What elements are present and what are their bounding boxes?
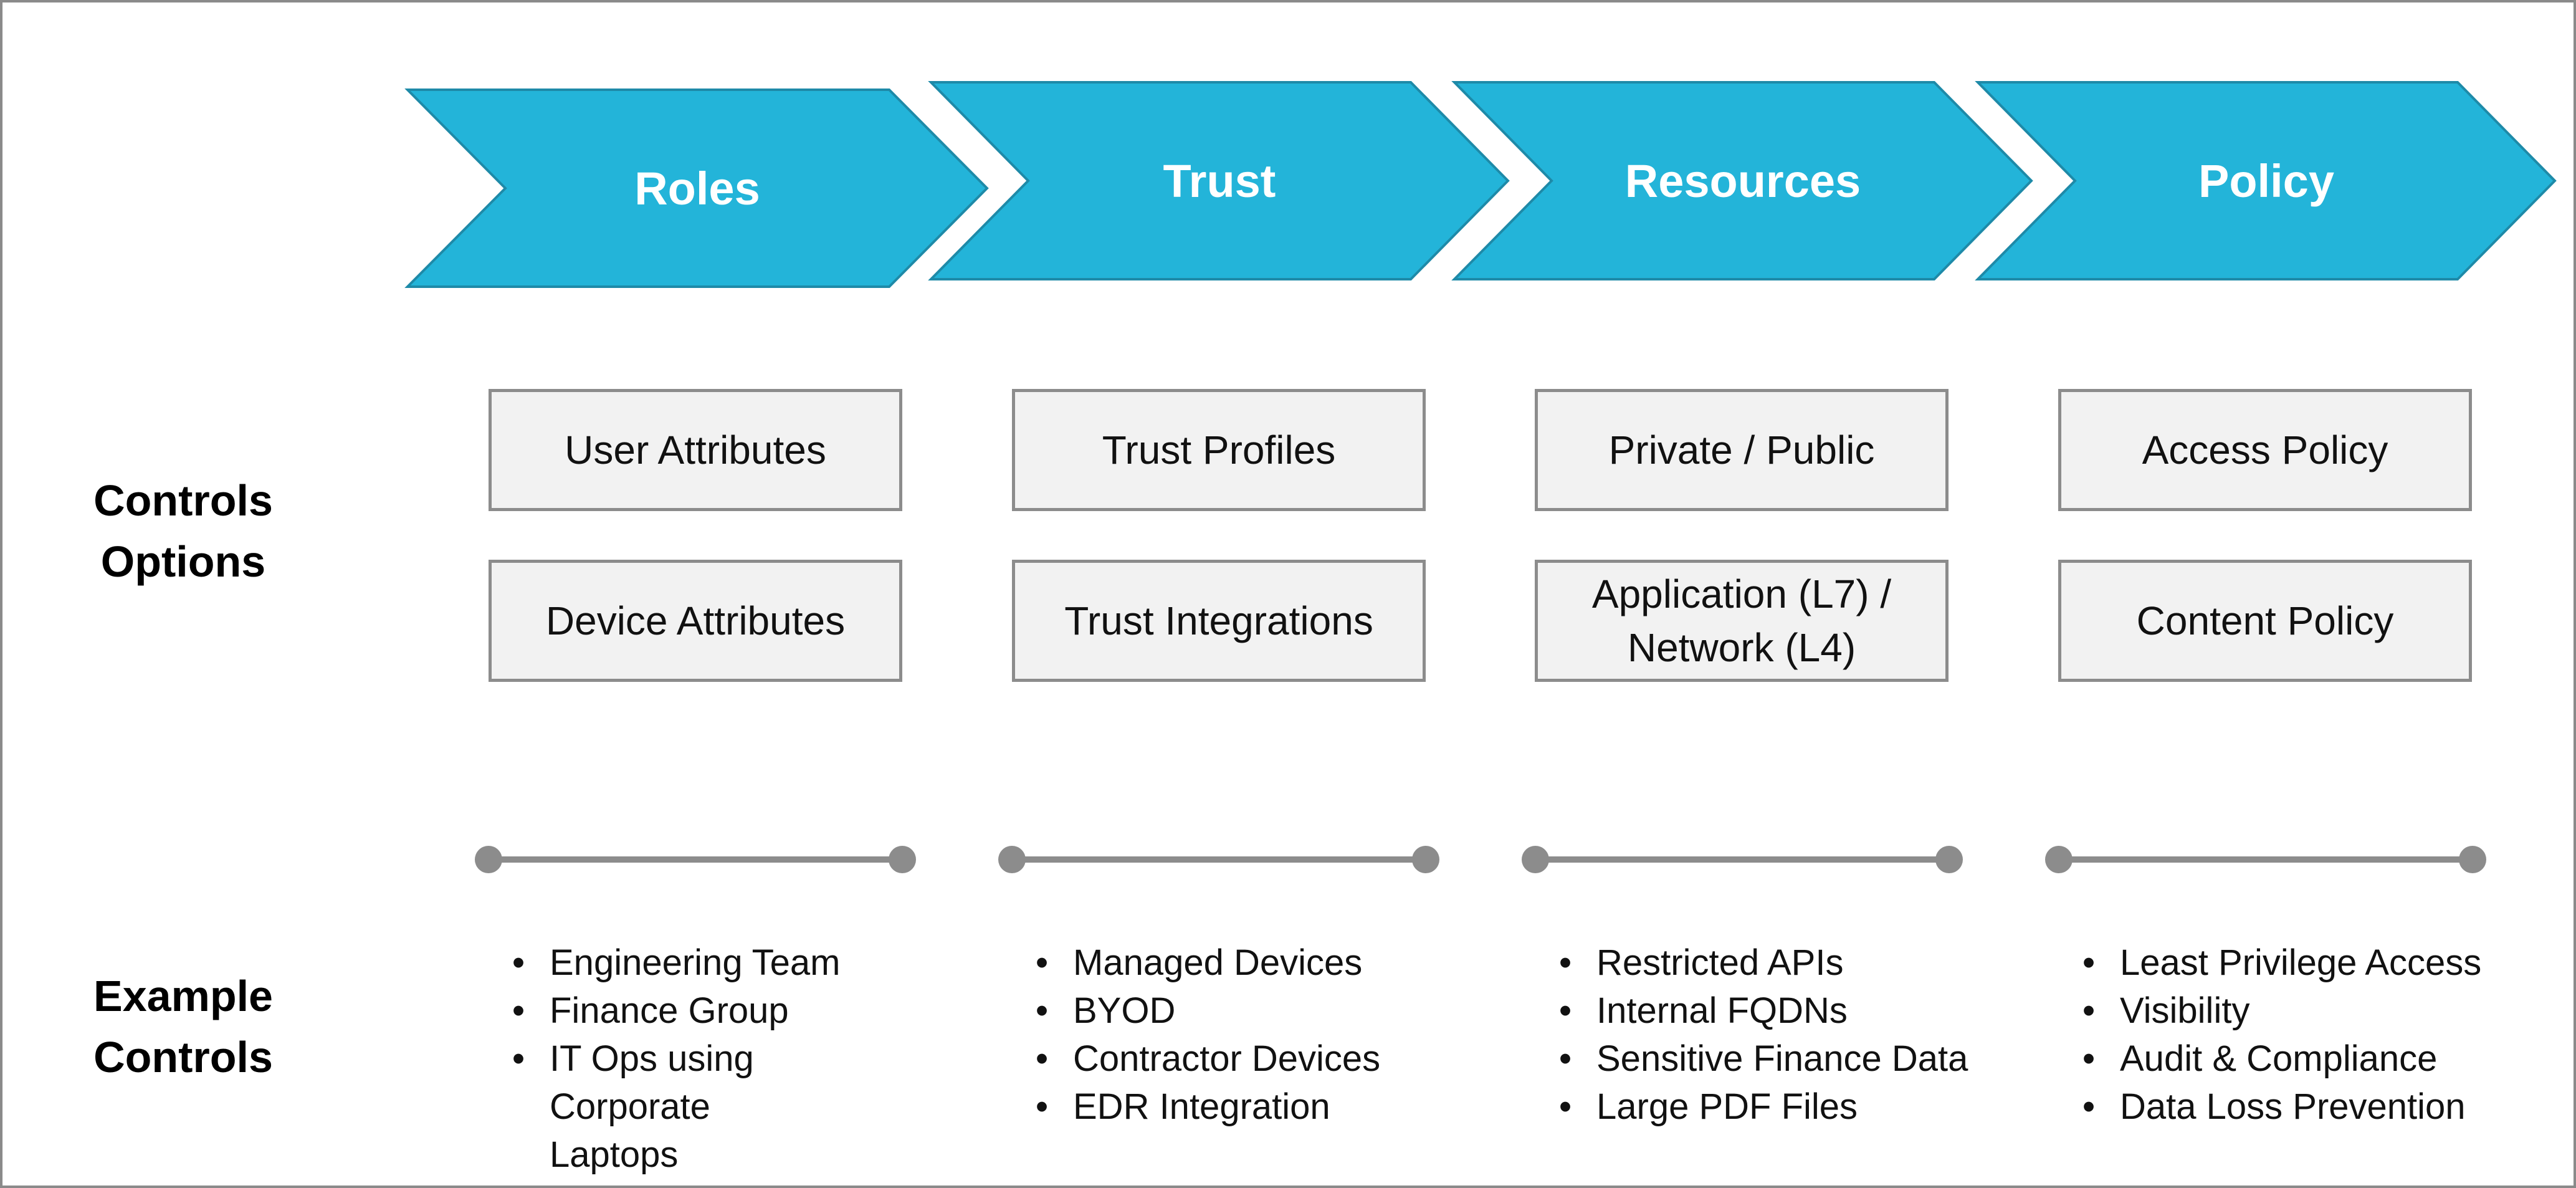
- chevron-arrow-shape: [404, 89, 989, 288]
- connector-bar: [1012, 856, 1426, 863]
- example-list-policy: Least Privilege Access Visibility Audit …: [2076, 939, 2525, 1131]
- connector-bar: [2059, 856, 2473, 863]
- example-item: Engineering Team: [506, 939, 955, 987]
- example-item: EDR Integration: [1029, 1083, 1478, 1131]
- option-box: Access Policy: [2058, 389, 2472, 511]
- connector-line: [475, 846, 916, 873]
- example-item: Internal FQDNs: [1553, 987, 2001, 1035]
- example-item: Visibility: [2076, 987, 2525, 1035]
- option-box: Trust Integrations: [1012, 560, 1426, 682]
- connector-line: [998, 846, 1439, 873]
- example-item: Contractor Devices: [1029, 1035, 1478, 1083]
- stage-title: Policy: [2198, 155, 2334, 207]
- option-box: Content Policy: [2058, 560, 2472, 682]
- chevron-arrow-shape: [1975, 81, 2557, 280]
- stage-chevron-policy: Policy: [1975, 81, 2557, 280]
- example-item: IT Ops using Corporate Laptops: [506, 1035, 849, 1179]
- option-box: Private / Public: [1535, 389, 1949, 511]
- example-list-roles: Engineering Team Finance Group IT Ops us…: [506, 939, 955, 1179]
- example-list-trust: Managed Devices BYOD Contractor Devices …: [1029, 939, 1478, 1131]
- example-list-resources: Restricted APIs Internal FQDNs Sensitive…: [1553, 939, 2001, 1131]
- option-box: Application (L7) / Network (L4): [1535, 560, 1949, 682]
- example-item: Restricted APIs: [1553, 939, 2001, 987]
- option-box: Trust Profiles: [1012, 389, 1426, 511]
- stage-chevron-roles: Roles: [404, 89, 989, 288]
- example-item: Sensitive Finance Data: [1553, 1035, 2001, 1083]
- stage-chevron-trust: Trust: [928, 81, 1510, 280]
- row-label-controls-options: Controls Options: [93, 476, 273, 586]
- connector-dot: [1522, 846, 1549, 873]
- connector-bar: [1535, 856, 1949, 863]
- connector-dot: [2459, 846, 2486, 873]
- connector-dot: [998, 846, 1026, 873]
- option-box: User Attributes: [489, 389, 902, 511]
- stage-title: Roles: [634, 162, 760, 214]
- connector-dot: [1935, 846, 1963, 873]
- option-box: Device Attributes: [489, 560, 902, 682]
- row-label-example-controls: Example Controls: [93, 972, 273, 1081]
- connector-line: [2045, 846, 2486, 873]
- stage-title: Trust: [1163, 155, 1276, 207]
- connector-dot: [1412, 846, 1439, 873]
- stage-title: Resources: [1624, 155, 1861, 207]
- connector-line: [1522, 846, 1963, 873]
- connector-dot: [475, 846, 502, 873]
- example-item: BYOD: [1029, 987, 1478, 1035]
- connector-dot: [2045, 846, 2073, 873]
- example-item: Managed Devices: [1029, 939, 1478, 987]
- chevron-arrow-shape: [928, 81, 1510, 280]
- example-item: Audit & Compliance: [2076, 1035, 2525, 1083]
- stage-chevron-resources: Resources: [1451, 81, 2033, 280]
- example-item: Data Loss Prevention: [2076, 1083, 2525, 1131]
- chevron-arrow-shape: [1451, 81, 2033, 280]
- connector-bar: [489, 856, 902, 863]
- connector-dot: [889, 846, 916, 873]
- example-item: Large PDF Files: [1553, 1083, 2001, 1131]
- example-item: Least Privilege Access: [2076, 939, 2525, 987]
- example-item: Finance Group: [506, 987, 955, 1035]
